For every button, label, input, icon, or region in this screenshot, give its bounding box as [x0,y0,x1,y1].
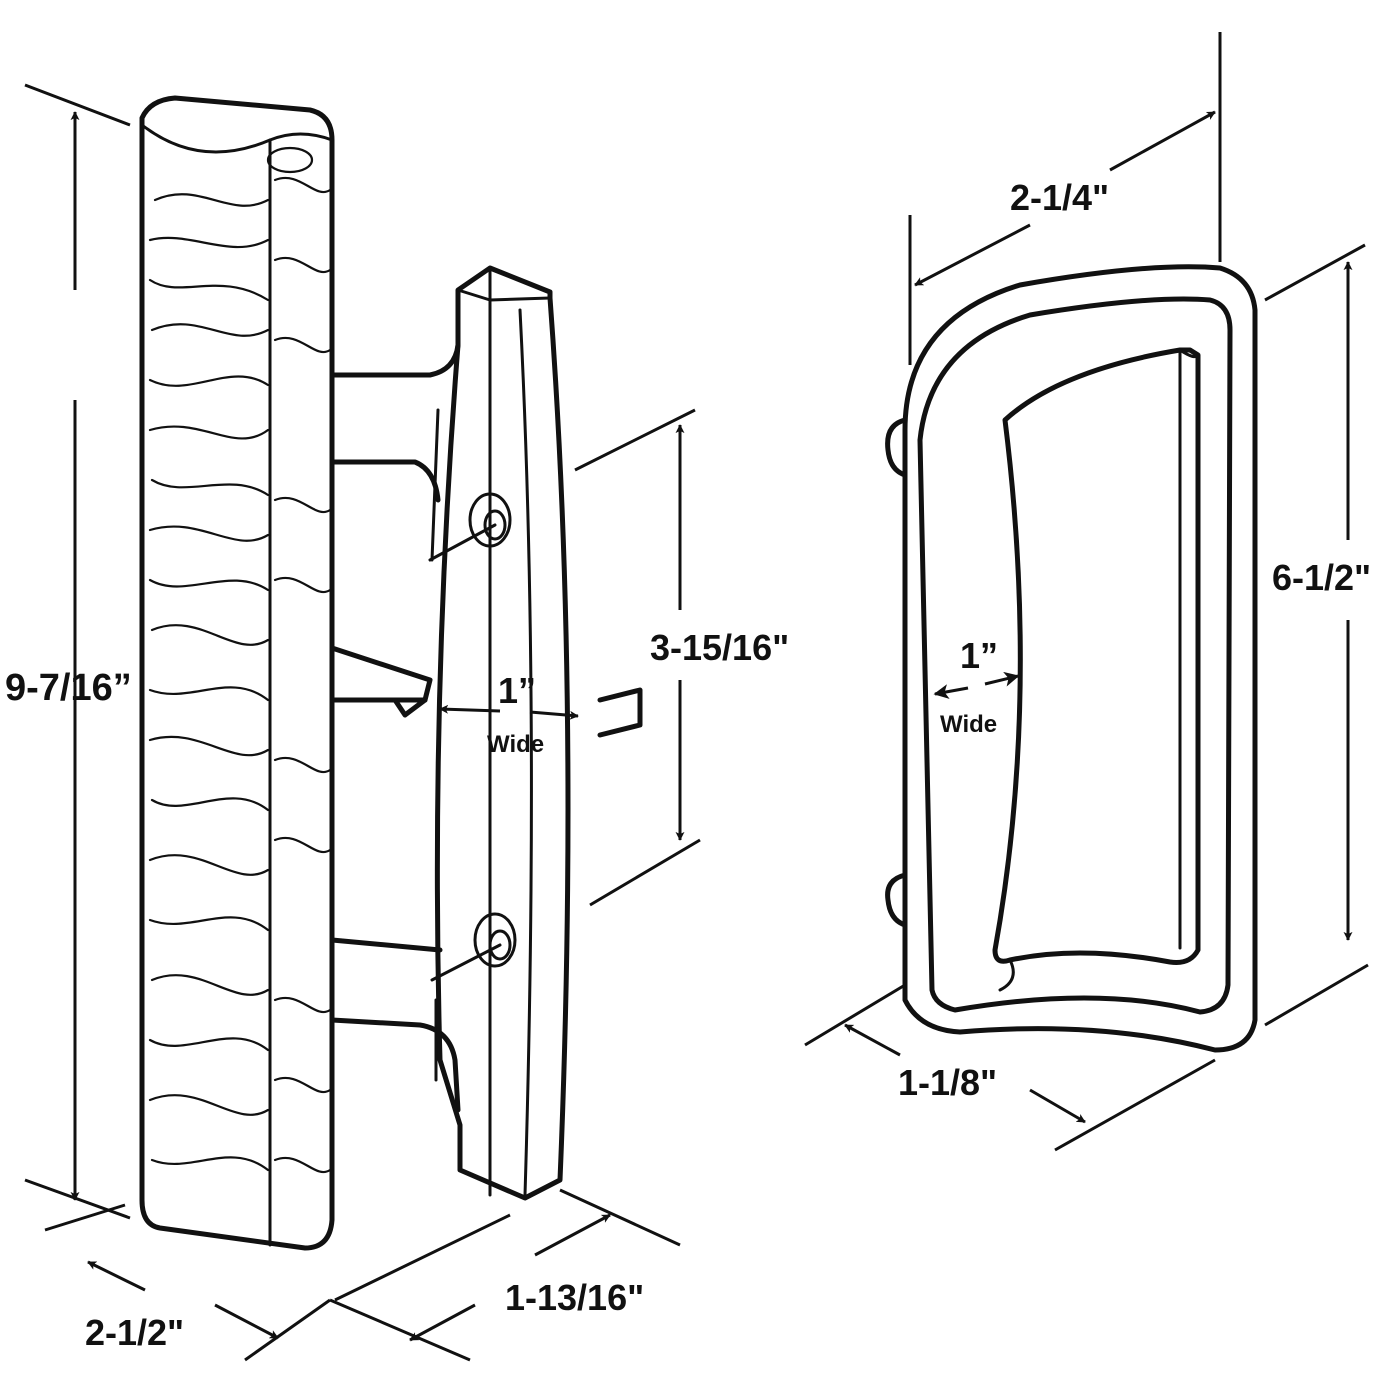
wood-plate [139,95,335,1251]
label-left-base-width: 2-1/2" [85,1312,184,1353]
right-handle-drawing [885,264,1258,1053]
dim-hole-spacing [574,408,701,907]
label-right-width: 2-1/4" [1010,177,1109,218]
dim-right-width [908,32,1222,365]
wood-grain [148,146,332,1174]
dim-left-grip-width [439,704,579,720]
left-handle-drawing [139,95,643,1251]
latch-lever [329,645,643,738]
screw-hole-top [428,492,512,562]
dim-right-height [1264,243,1369,1027]
dim-left-depth [329,1188,681,1362]
label-left-depth: 1-13/16" [505,1277,644,1318]
dim-left-base-width [44,1203,331,1362]
screw-hole-bottom [430,912,517,982]
dim-right-depth [804,983,1216,1152]
label-right-grip-value: 1” [960,635,998,676]
label-left-grip-value: 1” [498,670,536,711]
label-left-height: 9-7/16” [5,667,132,709]
label-right-grip-word: Wide [940,711,997,738]
label-left-grip-word: Wide [487,731,544,758]
handle-grip [434,265,571,1201]
label-hole-spacing: 3-15/16" [650,627,789,668]
label-right-depth: 1-1/8" [898,1062,997,1103]
dim-right-grip-width [933,671,1020,699]
label-right-height: 6-1/2" [1272,557,1371,598]
dim-left-height [24,83,131,1220]
